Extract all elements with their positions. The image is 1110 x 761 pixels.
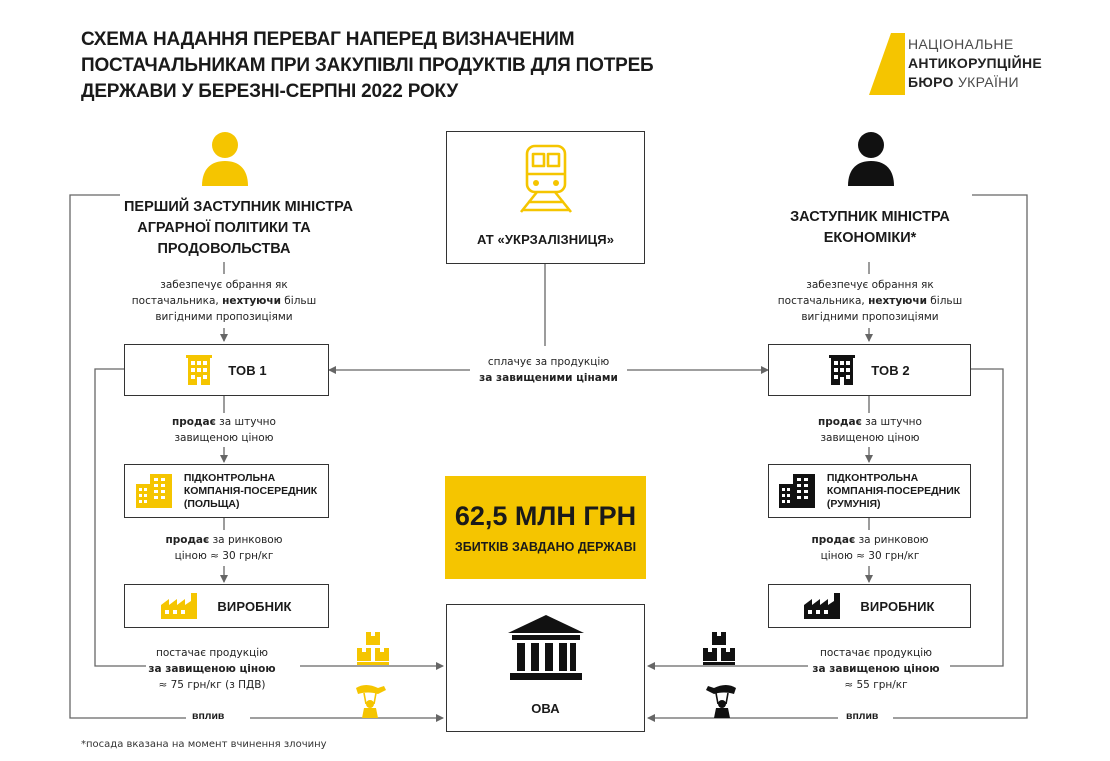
left-sells-high-note: продає за штучно завищеною ціною [172, 416, 276, 444]
producer-right-box: ВИРОБНИК [768, 584, 971, 628]
nabu-logo-text: НАЦІОНАЛЬНЕ АНТИКОРУПЦІЙНЕ БЮРО УКРАЇНИ [908, 36, 1043, 90]
title-line-3: ДЕРЖАВИ У БЕРЕЗНІ-СЕРПНІ 2022 РОКУ [81, 81, 459, 102]
building-yellow-icon [186, 355, 213, 385]
person-yellow-icon [202, 132, 248, 186]
boxes-yellow-icon [357, 632, 389, 665]
left-sells-market-note: продає за ринковою ціною ≈ 30 грн/кг [165, 534, 283, 562]
producer-left-box: ВИРОБНИК [124, 584, 329, 628]
intermediary-left-box: ПІДКОНТРОЛЬНА КОМПАНІЯ-ПОСЕРЕДНИК (ПОЛЬЩ… [124, 464, 329, 518]
loss-text: ЗБИТКІВ ЗАВДАНО ДЕРЖАВІ [454, 539, 637, 554]
person-black-icon [848, 132, 894, 186]
ova-label: ОВА [531, 701, 560, 716]
building-black-icon [829, 355, 856, 385]
right-official-title: ЗАСТУПНИК МІНІСТРА ЕКОНОМІКИ* [790, 209, 950, 246]
left-choice-note: забезпечує обрання як постачальника, нех… [131, 279, 317, 323]
loss-box: 62,5 МЛН ГРН ЗБИТКІВ ЗАВДАНО ДЕРЖАВІ [445, 476, 646, 579]
right-sells-market-note: продає за ринковою ціною ≈ 30 грн/кг [811, 534, 929, 562]
boxes-black-icon [703, 632, 735, 665]
government-building-icon [507, 615, 584, 680]
right-sells-high-note: продає за штучно завищеною ціною [818, 416, 922, 444]
factory-black-icon [804, 593, 841, 619]
left-influence-label: вплив [186, 710, 231, 722]
loss-amount: 62,5 МЛН ГРН [454, 500, 637, 531]
tov1-box: ТОВ 1 [124, 344, 329, 396]
right-supply-note: постачає продукцію за завищеною ціною ≈ … [812, 647, 940, 691]
page-title: СХЕМА НАДАННЯ ПЕРЕВАГ НАПЕРЕД ВИЗНАЧЕНИМ… [81, 27, 654, 105]
producer-right-label: ВИРОБНИК [860, 598, 935, 614]
pays-note: сплачує за продукцію за завищеними цінам… [479, 356, 618, 384]
railway-box: АТ «УКРЗАЛІЗНИЦЯ» [446, 131, 645, 264]
producer-left-label: ВИРОБНИК [217, 598, 292, 614]
left-supply-note: постачає продукцію за завищеною ціною ≈ … [148, 647, 276, 691]
puppet-hand-black-icon [706, 685, 736, 718]
left-official-title: ПЕРШИЙ ЗАСТУПНИК МІНІСТРА АГРАРНОЇ ПОЛІТ… [124, 199, 354, 257]
ova-box: ОВА [446, 604, 645, 732]
footnote: *посада вказана на момент вчинення злочи… [81, 739, 327, 750]
right-influence-label: вплив [840, 710, 885, 722]
office-buildings-black-icon [778, 474, 815, 508]
office-buildings-yellow-icon [135, 474, 172, 508]
factory-yellow-icon [161, 593, 198, 619]
railway-label: АТ «УКРЗАЛІЗНИЦЯ» [476, 232, 615, 247]
title-line-2: ПОСТАЧАЛЬНИКАМ ПРИ ЗАКУПІВЛІ ПРОДУКТІВ Д… [81, 55, 654, 76]
right-choice-note: забезпечує обрання як постачальника, нех… [777, 279, 963, 323]
tov1-label: ТОВ 1 [228, 362, 267, 378]
title-line-1: СХЕМА НАДАННЯ ПЕРЕВАГ НАПЕРЕД ВИЗНАЧЕНИМ [81, 29, 575, 50]
train-icon [519, 144, 572, 213]
tov2-box: ТОВ 2 [768, 344, 971, 396]
nabu-logo-icon [869, 33, 905, 95]
intermediary-left-label: ПІДКОНТРОЛЬНА КОМПАНІЯ-ПОСЕРЕДНИК (ПОЛЬЩ… [183, 471, 318, 510]
intermediary-right-label: ПІДКОНТРОЛЬНА КОМПАНІЯ-ПОСЕРЕДНИК (РУМУН… [826, 471, 961, 510]
intermediary-right-box: ПІДКОНТРОЛЬНА КОМПАНІЯ-ПОСЕРЕДНИК (РУМУН… [768, 464, 971, 518]
puppet-hand-yellow-icon [356, 685, 386, 718]
tov2-label: ТОВ 2 [871, 362, 910, 378]
